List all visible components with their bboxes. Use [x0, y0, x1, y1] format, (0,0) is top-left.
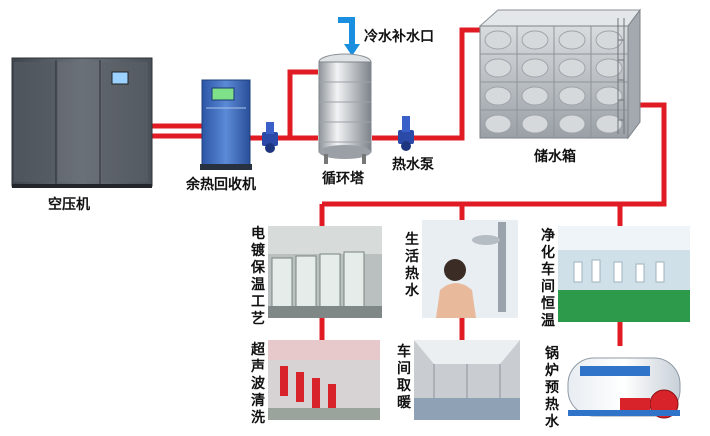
- circulation-tower-label: 循环塔: [322, 171, 364, 187]
- boiler-preheat-label: 锅炉预热水: [545, 346, 559, 430]
- display-panel: [211, 87, 235, 101]
- photo-electroplating: [268, 226, 382, 318]
- hot-water-pipes: [150, 27, 667, 346]
- control-panel: [111, 71, 129, 85]
- workshop-heating-label: 车间取暖: [397, 344, 411, 411]
- pipe-recovery-loop: [287, 69, 318, 138]
- hot-water-pump-label: 热水泵: [392, 157, 434, 173]
- ultrasonic-cleaning-label: 超声波清洗: [251, 342, 265, 426]
- electroplating-label: 电镀保温工艺: [251, 226, 265, 327]
- photo-clean-workshop: [558, 226, 690, 322]
- pipe-tower-to-tank: [372, 27, 480, 141]
- clean-workshop-label: 净化车间恒温: [541, 228, 555, 329]
- down-arrow-icon: [344, 44, 360, 56]
- storage-tank-label: 储水箱: [534, 149, 576, 165]
- heat-recovery-unit: [200, 79, 252, 170]
- pump-left: [262, 122, 278, 153]
- person-head: [444, 259, 466, 281]
- heat-recovery-label: 余热回收机: [186, 177, 256, 193]
- pipe-main-distribution: [322, 102, 667, 207]
- cold-water-inlet-pipe: [338, 17, 360, 56]
- air-compressor: [11, 57, 153, 188]
- photo-domestic-hot-water: [422, 220, 518, 318]
- tank-ladder: [617, 18, 625, 134]
- photo-boiler: [567, 357, 681, 419]
- circulation-tower: [318, 53, 372, 164]
- domestic-hot-water-label: 生活热水: [405, 232, 419, 299]
- photo-workshop-heating: [414, 340, 520, 420]
- pump-right: [398, 116, 414, 151]
- photo-ultrasonic-cleaning: [268, 340, 380, 420]
- air-compressor-label: 空压机: [48, 197, 90, 213]
- cold-water-inlet-label: 冷水补水口: [364, 29, 434, 45]
- storage-tank: [478, 8, 641, 140]
